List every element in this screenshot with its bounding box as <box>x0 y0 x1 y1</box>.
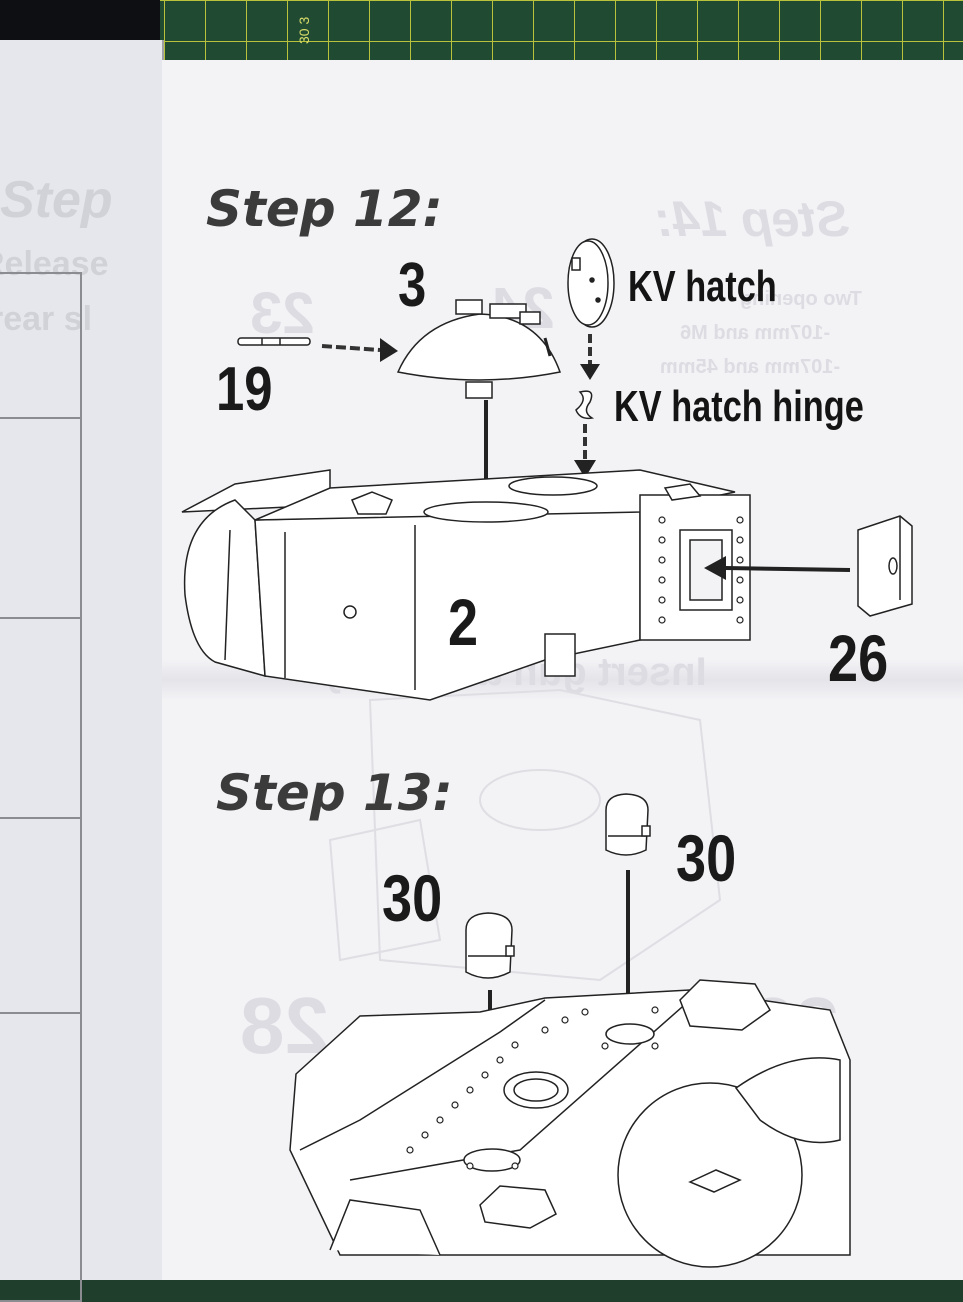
ghost-tank-outline <box>328 688 722 982</box>
arrow-hinge-down <box>574 424 596 478</box>
kv-hatch-hinge-part <box>575 390 595 420</box>
turret-top-part-3 <box>396 299 561 399</box>
periscope-left-part-30 <box>465 912 515 979</box>
part-number-26: 26 <box>828 621 889 695</box>
left-ghost-text-1: Release <box>0 245 109 283</box>
kv-hatch-hinge-label: KV hatch hinge <box>614 382 864 431</box>
part-number-30-left: 30 <box>382 861 443 935</box>
part-number-3: 3 <box>398 251 427 320</box>
part-number-2: 2 <box>448 585 479 659</box>
gun-barrel-part-19 <box>237 337 311 346</box>
left-ghost-step: Step <box>0 171 113 229</box>
left-page: Step Release rear sl <box>0 40 164 1302</box>
hull-top-step-13 <box>289 979 851 1268</box>
arrow-26-to-hull <box>704 556 851 580</box>
kv-hatch-label: KV hatch <box>628 262 777 311</box>
part-number-30-right: 30 <box>676 821 737 895</box>
step-12-title: Step 12: <box>206 180 443 238</box>
arrow-hatch-to-hinge <box>580 334 600 380</box>
rear-plate-part-26 <box>857 515 913 617</box>
part-number-19: 19 <box>216 355 273 424</box>
arrow-19-to-turret <box>321 338 398 362</box>
periscope-right-part-30 <box>605 793 651 856</box>
step-13-title: Step 13: <box>216 764 453 822</box>
hull-part-2 <box>181 469 751 701</box>
kv-hatch-part <box>567 238 615 328</box>
left-ghost-text-2: rear sl <box>0 300 93 338</box>
hull-top-rivets <box>406 1006 659 1170</box>
hull-rivets <box>658 516 744 624</box>
